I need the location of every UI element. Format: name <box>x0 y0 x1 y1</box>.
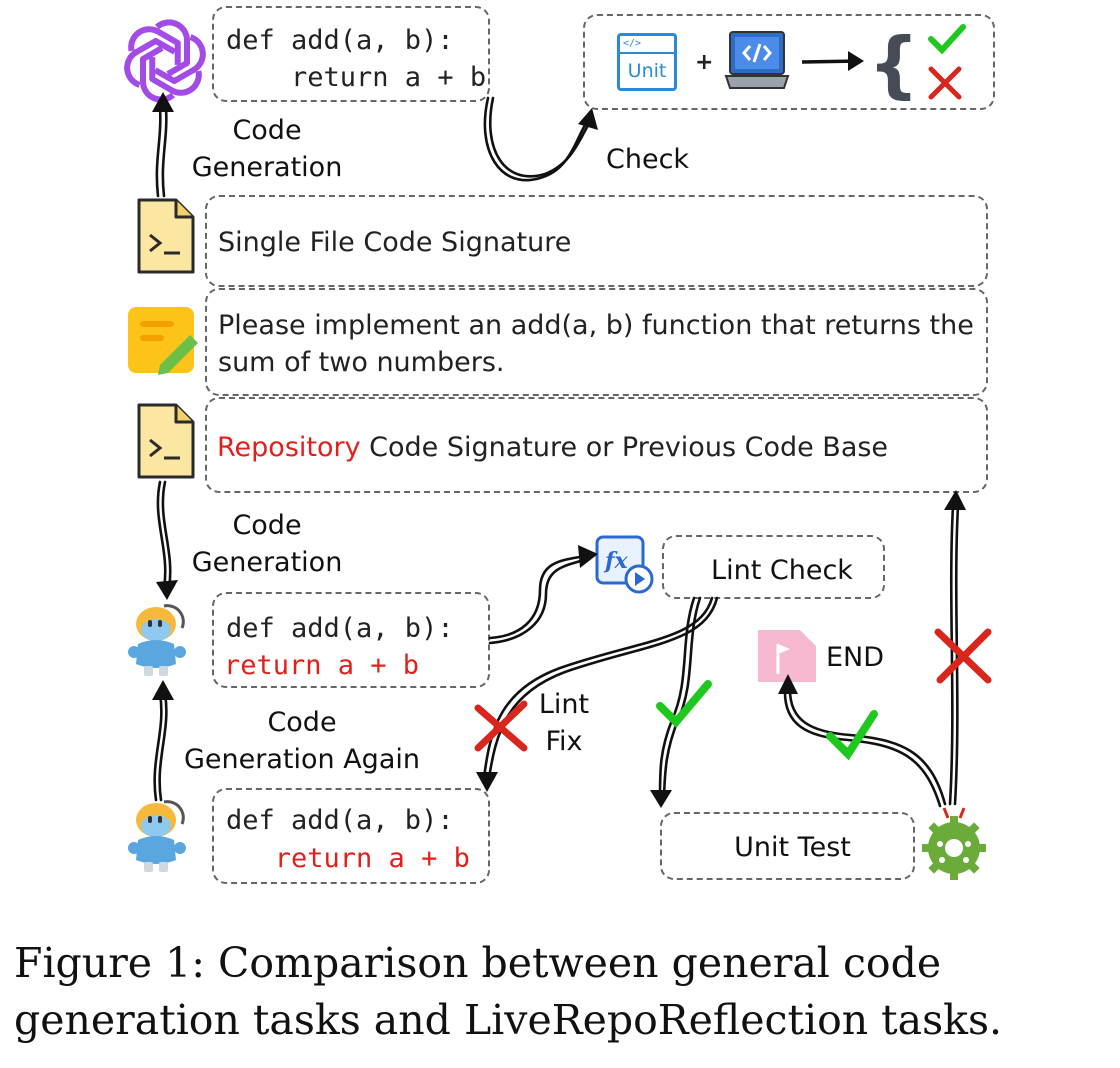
instruction-box <box>205 288 988 396</box>
cross-icon <box>928 66 962 100</box>
end-flag-icon <box>758 630 816 682</box>
svg-text:fx: fx <box>603 548 628 574</box>
code-generation-again-label: Code Generation Again <box>184 707 420 775</box>
terminal-file-icon <box>137 198 195 274</box>
single-file-signature-text: Single File Code Signature <box>218 227 572 258</box>
unit-test-box <box>660 812 915 880</box>
repository-signature-text: Repository Code Signature or Previous Co… <box>217 429 888 466</box>
single-file-signature-box <box>205 195 988 287</box>
terminal-file-icon <box>137 403 195 479</box>
check-label: Check <box>606 144 690 175</box>
unit-badge-icon: </> Unit <box>617 33 677 91</box>
code-line: def add(a, b): <box>226 613 454 644</box>
lint-check-box <box>662 535 885 599</box>
code-line: def add(a, b): <box>226 25 454 56</box>
brace-icon: { <box>868 22 920 106</box>
note-edit-icon <box>128 307 198 375</box>
end-label: END <box>826 642 885 673</box>
openai-logo-icon <box>124 19 206 103</box>
check-icon <box>928 24 966 55</box>
regenerated-code-box <box>212 788 490 884</box>
generated-code-box <box>212 592 490 688</box>
robot-agent-icon <box>128 604 186 676</box>
plus-sign: + <box>695 50 714 75</box>
bug-gear-icon <box>922 807 986 880</box>
repository-signature-box <box>205 397 988 493</box>
unit-badge-label: Unit <box>627 60 667 82</box>
function-run-icon: fx <box>595 535 654 594</box>
repository-highlight: Repository <box>217 432 361 463</box>
repository-rest: Code Signature or Previous Code Base <box>360 432 889 463</box>
code-line: def add(a, b): <box>226 805 454 836</box>
arrow-right-icon <box>801 51 864 71</box>
code-line: return a + b <box>226 62 487 93</box>
code-line-error: return a + b <box>226 843 470 874</box>
code-line-error: return a + b <box>224 650 420 681</box>
flow-arrows <box>152 92 992 808</box>
lint-check-label: Lint Check <box>711 555 853 586</box>
robot-agent-icon <box>128 800 186 872</box>
figure-caption: Figure 1: Comparison between general cod… <box>14 939 1003 1044</box>
laptop-code-icon <box>724 31 790 89</box>
unit-check-box <box>583 14 995 110</box>
code-generation-label: Code Generation <box>191 115 343 183</box>
instruction-text: Please implement an add(a, b) function t… <box>218 310 974 378</box>
code-generation-label: Code Generation <box>191 510 343 578</box>
lint-fix-label: Lint Fix <box>538 689 590 757</box>
generated-code-box <box>212 6 490 102</box>
unit-test-label: Unit Test <box>734 832 851 863</box>
